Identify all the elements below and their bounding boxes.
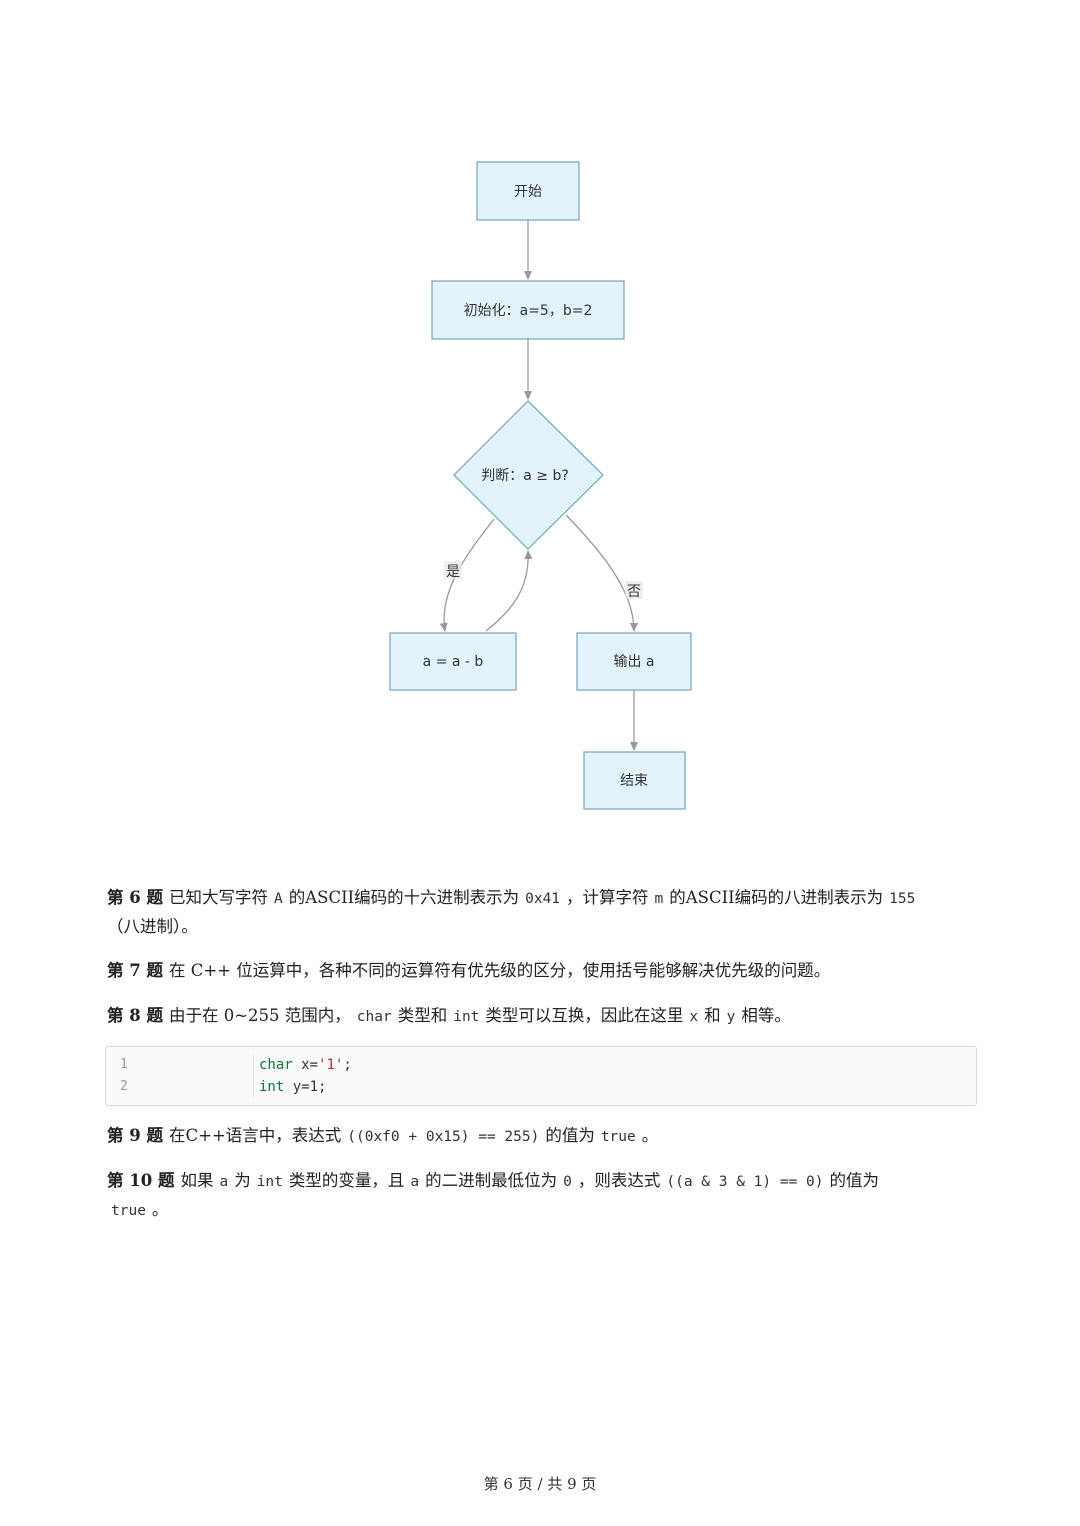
question-9: 第 9 题在C++语言中，表达式((0xf0 + 0x15) == 255)的值…	[107, 1126, 659, 1145]
question-7: 第 7 题在 C++ 位运算中，各种不同的运算符有优先级的区分，使用括号能够解决…	[107, 961, 831, 980]
question-number: 第 6 题	[107, 888, 163, 907]
code-block: 1 char x='1'; 2 int y=1;	[105, 1046, 977, 1106]
node-decision-diamond	[453, 400, 604, 550]
question-number: 第 10 题	[107, 1171, 175, 1190]
node-init-label: 初始化：a=5，b=2	[464, 302, 593, 319]
line-number: 1	[120, 1057, 128, 1072]
node-end-label: 结束	[620, 773, 648, 789]
edge-subtract-decision	[485, 550, 533, 632]
node-subtract-label: a = a - b	[423, 654, 484, 670]
edge-label-yes: 是	[446, 564, 460, 580]
node-start-box	[476, 161, 580, 221]
question-number: 第 8 题	[107, 1006, 163, 1025]
code-gutter-divider	[253, 1055, 254, 1097]
node-start-label: 开始	[514, 184, 542, 200]
question-number: 第 7 题	[107, 961, 163, 980]
flow-nodes	[389, 161, 692, 810]
node-subtract-box	[389, 632, 517, 691]
node-end-box	[583, 751, 686, 810]
node-decision-label: 判断：a ≥ b?	[481, 468, 569, 484]
edge-label-no: 否	[627, 584, 641, 600]
node-init-box	[431, 280, 625, 340]
question-number: 第 9 题	[107, 1126, 163, 1145]
line-number: 2	[120, 1079, 128, 1094]
node-output-label: 输出 a	[613, 654, 654, 670]
edge-decision-output	[565, 514, 638, 632]
node-output-box	[576, 632, 692, 691]
flowchart: 是 否 开始 初始化：a=5，b=2 判断：a ≥ b? a = a - b 输…	[389, 161, 692, 810]
page-footer: 第 6 页 / 共 9 页	[483, 1475, 597, 1493]
